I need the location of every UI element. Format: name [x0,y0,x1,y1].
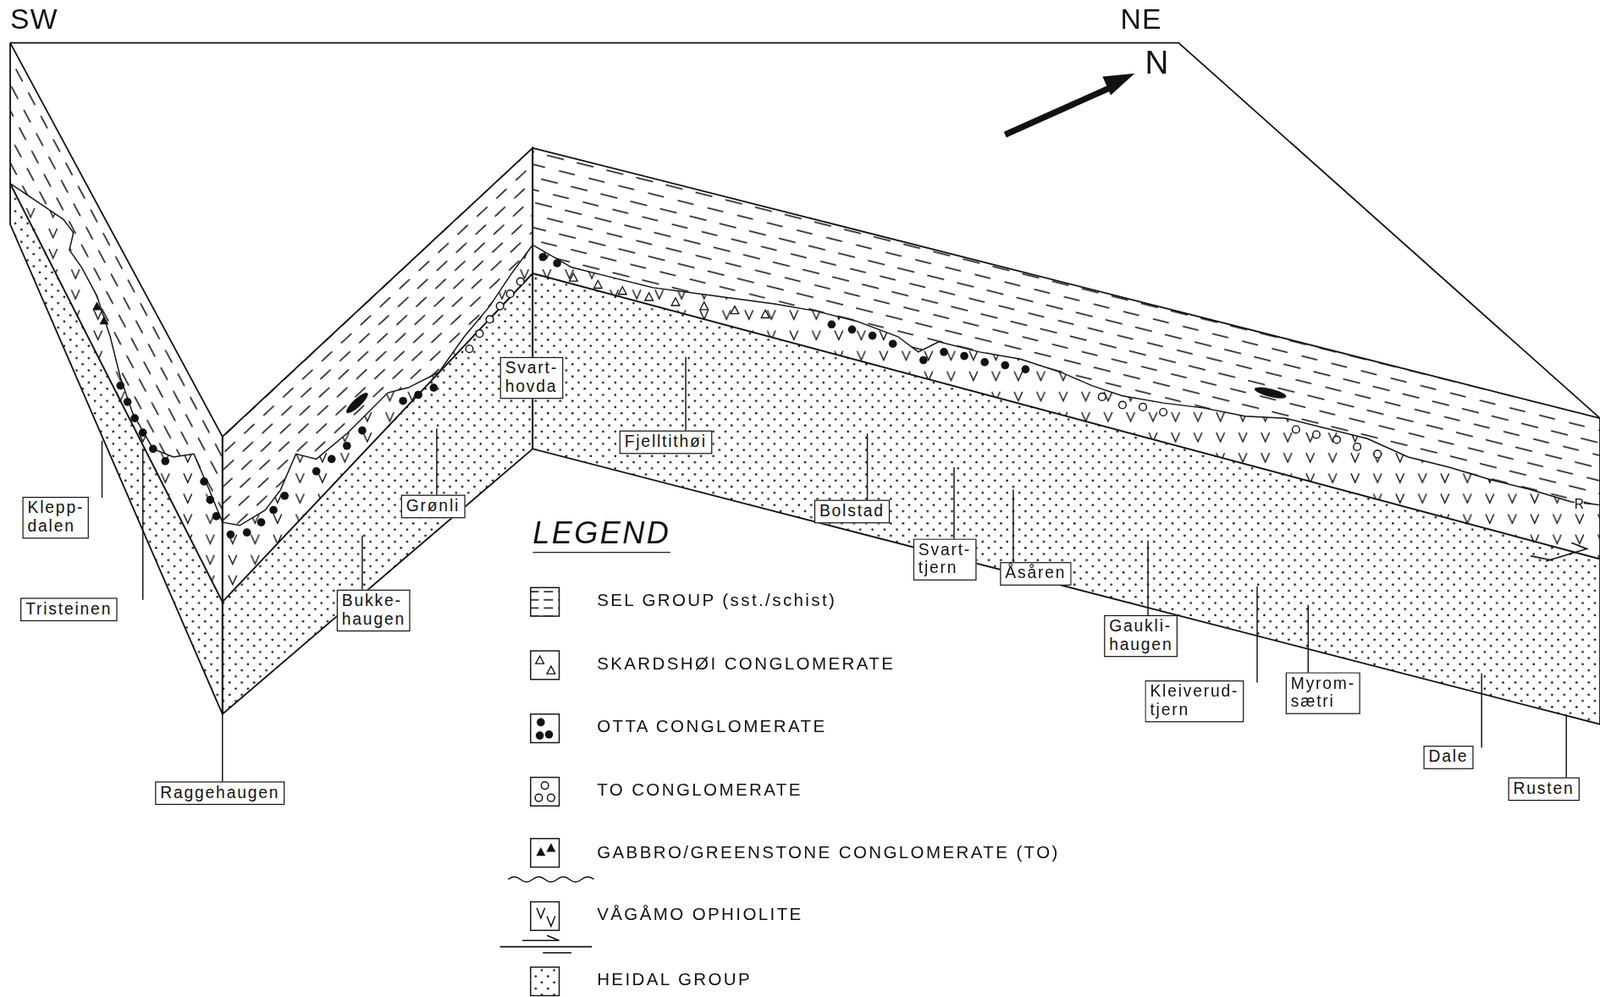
legend-heading: LEGEND [532,516,671,553]
locality-name: Svart- tjern [918,540,972,578]
locality-box: Rusten [1508,777,1580,801]
locality-name: Gaukli- haugen [1108,617,1173,654]
locality-box: Myrom- sætri [1285,672,1361,714]
locality-box: Bukke- haugen [336,590,411,632]
middle-face [222,148,533,715]
locality-box: Raggehaugen [154,781,285,806]
legend-text: HEIDAL GROUP [596,971,752,991]
direction-label: NE [1120,4,1162,36]
locality-name: Myrom- sætri [1291,674,1356,712]
leader-lines [102,357,1567,784]
locality-box: Svart- hovda [500,357,563,399]
locality-box: Tristeinen [20,597,117,622]
locality-name: Rusten [1513,779,1575,799]
legend-text: GABBRO/GREENSTONE CONGLOMERATE (TO) [596,844,1060,864]
locality-name: Bolstad [819,502,885,521]
locality-name: Kleiverud- tjern [1149,682,1239,719]
locality-name: Klepp- dalen [27,498,85,536]
legend-text: SKARDSHØI CONGLOMERATE [596,655,895,675]
direction-label: SW [10,4,59,36]
locality-box: Kleiverud- tjern [1144,680,1244,723]
legend-text: SEL GROUP (sst./schist) [596,591,837,612]
legend-text: OTTA CONGLOMERATE [596,718,827,739]
locality-name: Dale [1428,748,1468,767]
locality-name: Svart- hovda [505,358,558,396]
locality-box: Svart- tjern [913,538,977,580]
locality-name: Grønli [406,496,460,516]
locality-box: Gaukli- haugen [1103,615,1178,657]
locality-name: Raggehaugen [160,783,280,803]
right-face [532,148,1600,725]
locality-name: Fjelltithøi [624,432,707,452]
locality-name: Åsåren [1004,564,1066,584]
locality-box: Grønli [401,495,465,519]
north-label: N [1144,44,1170,81]
left-face [10,43,223,715]
conglomerate-symbols [92,253,1381,539]
legend-samples [500,587,595,996]
map-letter: R [1574,497,1584,513]
north-arrow [1004,73,1135,135]
legend-text: VÅGÅMO OPHIOLITE [596,905,804,926]
locality-name: Bukke- haugen [342,591,406,629]
locality-name: Tristeinen [25,600,112,619]
locality-box: Bolstad [814,500,890,525]
locality-box: Dale [1423,745,1474,770]
legend-text: TO CONGLOMERATE [596,781,803,801]
locality-box: Fjelltithøi [619,430,712,455]
locality-box: Åsåren [999,562,1071,586]
locality-box: Klepp- dalen [22,496,90,539]
